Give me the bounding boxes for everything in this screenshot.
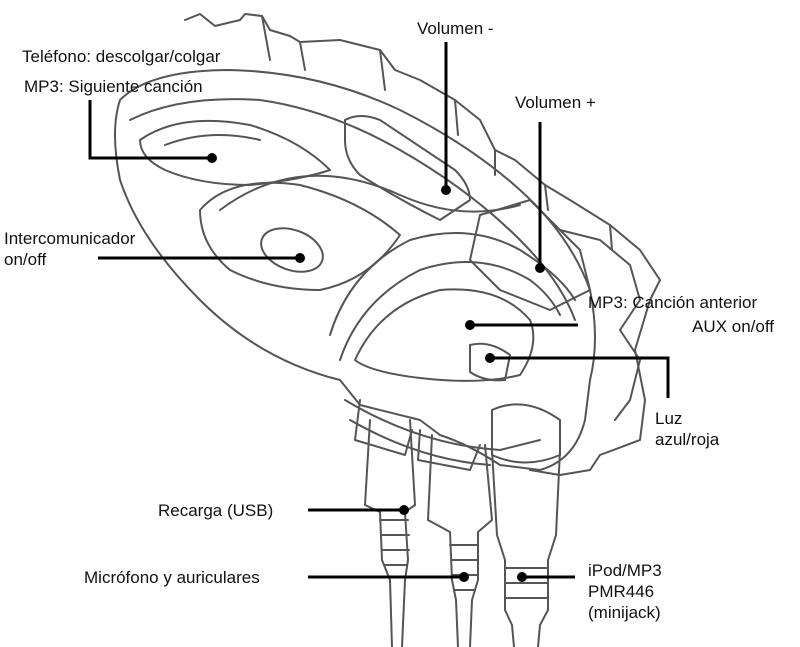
front-band: [219, 174, 576, 361]
label-intercom-onoff: Intercomunicador on/off: [4, 229, 136, 269]
label-mp3-next-song: MP3: Siguiente canción: [24, 77, 203, 96]
connector-collar: [344, 399, 541, 471]
label-usb-charge: Recarga (USB): [158, 501, 274, 520]
leader-mp3-next: [88, 100, 212, 160]
leader-dots: [207, 153, 545, 582]
label-volume-down: Volumen -: [417, 19, 494, 38]
usb-cable: [364, 419, 416, 647]
phone-button: [139, 119, 331, 186]
leader-lines: [88, 42, 670, 579]
minijack-cable: [491, 403, 561, 647]
mic-cable: [427, 434, 493, 647]
label-mp3-previous-song: MP3: Canción anterior: [588, 293, 758, 312]
leader-led: [490, 356, 670, 398]
label-ipod-mp3-pmr: iPod/MP3 PMR446 (minijack): [588, 561, 662, 622]
previous-button: [354, 288, 535, 382]
volume-up-button: [469, 199, 591, 311]
label-mic-headphones: Micrófono y auriculares: [84, 568, 260, 587]
status-led-area: [469, 342, 511, 382]
label-phone-answer-hangup: Teléfono: descolgar/colgar: [22, 47, 221, 66]
label-volume-up: Volumen +: [515, 93, 596, 112]
intercom-button: [199, 181, 401, 291]
device-main-body: [114, 69, 596, 471]
volume-down-button: [344, 115, 471, 221]
label-aux-onoff: AUX on/off: [692, 317, 774, 336]
label-blue-red-light: Luz azul/roja: [655, 409, 720, 449]
device-back-housing: [184, 13, 661, 476]
